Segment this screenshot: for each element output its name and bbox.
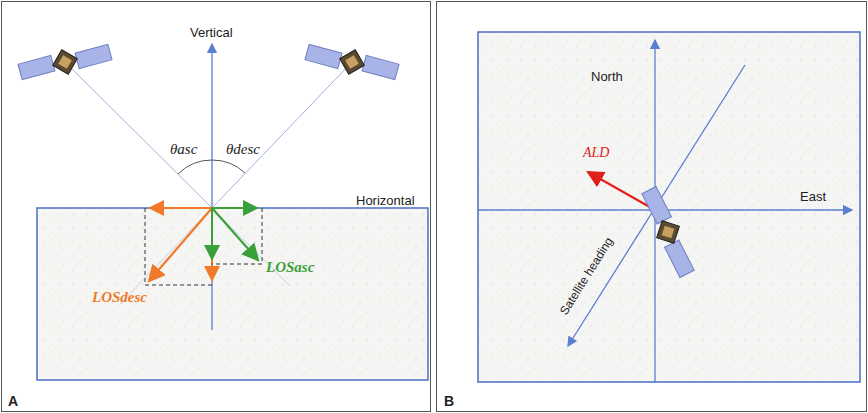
angle-label: θdesc bbox=[226, 142, 260, 157]
axis-label: East bbox=[800, 190, 826, 203]
los-desc-label: LOSdesc bbox=[92, 290, 147, 305]
axis-label: North bbox=[591, 70, 623, 83]
panel-letter: B bbox=[444, 394, 454, 408]
axis-label: Horizontal bbox=[356, 194, 415, 207]
ald-label: ALD bbox=[583, 146, 609, 160]
axis-label: Vertical bbox=[190, 26, 233, 39]
panel-letter: A bbox=[8, 394, 18, 408]
angle-label: θasc bbox=[170, 142, 197, 157]
los-asc-label: LOSasc bbox=[266, 260, 314, 275]
